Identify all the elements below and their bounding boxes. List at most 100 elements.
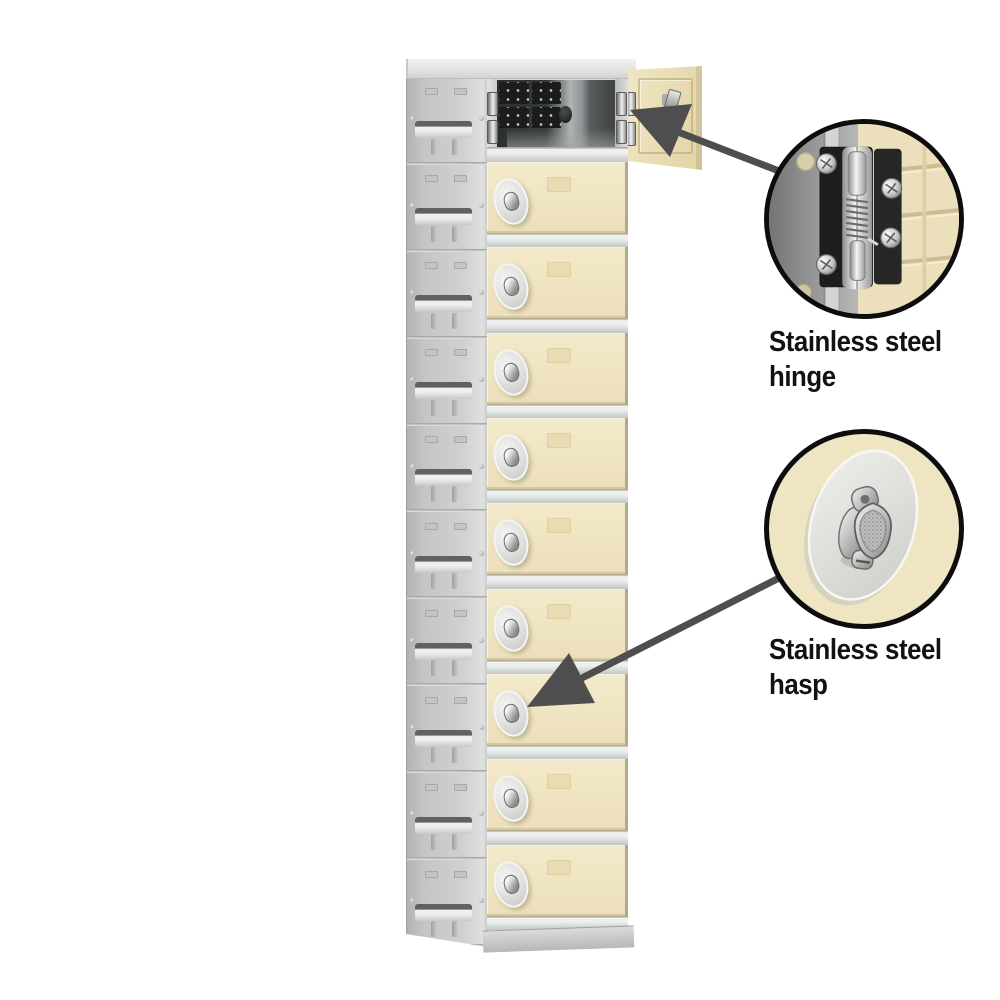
- hasp-knob: [838, 485, 892, 570]
- tier-divider: [487, 744, 628, 760]
- screw-icon: [410, 811, 415, 816]
- door-hasp-icon: [488, 259, 534, 314]
- tier-divider: [487, 574, 628, 589]
- door-hasp-icon: [488, 345, 534, 400]
- locker-base: [482, 925, 635, 953]
- door-hasp-icon: [488, 515, 534, 570]
- module-seam: [407, 249, 488, 252]
- door-label-plate: [547, 859, 571, 875]
- groove-slot: [452, 226, 458, 242]
- door-label-plate: [547, 603, 571, 619]
- screw-icon: [479, 811, 484, 816]
- vent-mark: [454, 697, 467, 704]
- locker-door: [487, 162, 628, 233]
- interior-back-panels: [499, 82, 561, 128]
- locker-door: [487, 588, 628, 660]
- tier-divider: [487, 233, 628, 248]
- compartment-left-frame: [487, 78, 498, 150]
- door-edge-ridge: [922, 124, 927, 314]
- vent-mark: [454, 784, 467, 791]
- vent-mark: [454, 871, 467, 878]
- vent-mark: [425, 784, 438, 791]
- module-seam: [407, 596, 488, 599]
- hinge-spring-coil: [846, 198, 869, 239]
- hasp-knob-icon: [501, 531, 522, 554]
- hinge-closeup-graphic: [769, 124, 959, 314]
- locker-door: [487, 844, 628, 916]
- groove-slot: [431, 486, 437, 502]
- screw-icon: [410, 464, 415, 469]
- locker-front: [487, 78, 628, 930]
- door-label-plate: [547, 688, 571, 704]
- vent-mark: [425, 262, 438, 269]
- locker-door: [487, 503, 628, 575]
- side-recess-slot: [415, 208, 472, 225]
- door-label-plate: [547, 262, 571, 278]
- vent-mark: [454, 523, 467, 530]
- hinge-knuckle-icon: [616, 92, 627, 116]
- door-inner-panel: [638, 78, 693, 154]
- hinge-label-line2: hinge: [769, 361, 836, 393]
- vent-mark: [425, 871, 438, 878]
- screw-icon: [479, 464, 484, 469]
- door-hasp-icon: [488, 174, 534, 229]
- interior-knob: [559, 106, 572, 123]
- screw-icon: [410, 551, 415, 556]
- plastic-plug: [795, 151, 816, 172]
- locker-door: [487, 759, 628, 831]
- screw-icon: [479, 203, 484, 208]
- tier-divider: [487, 488, 628, 504]
- module-seam: [407, 770, 488, 773]
- locker-side-panel: [406, 78, 488, 947]
- hinge-callout-circle: [764, 119, 964, 319]
- vent-mark: [454, 349, 467, 356]
- hasp-knob-icon: [501, 616, 522, 640]
- hinge-right-plate: [873, 148, 902, 285]
- tier-divider: [487, 147, 628, 162]
- vent-mark: [425, 175, 438, 182]
- groove-slot: [452, 747, 458, 763]
- side-recess-slot: [415, 469, 472, 486]
- door-label-plate: [547, 347, 571, 363]
- module-seam: [407, 162, 488, 165]
- side-recess-slot: [415, 730, 472, 747]
- plastic-plug: [794, 283, 813, 301]
- side-panel-module: [407, 513, 488, 600]
- side-recess-slot: [415, 295, 472, 312]
- side-recess-slot: [415, 556, 472, 573]
- hasp-label-line2: hasp: [769, 669, 828, 701]
- door-label-plate: [547, 177, 571, 192]
- vent-mark: [425, 610, 438, 617]
- tier-divider: [487, 659, 628, 674]
- dotted-panel: [499, 82, 529, 104]
- groove-slot: [452, 834, 458, 850]
- groove-slot: [452, 573, 458, 589]
- vent-mark: [454, 436, 467, 443]
- dotted-panel: [499, 106, 529, 128]
- door-hasp-icon: [488, 857, 534, 912]
- hinge-callout-label: Stainless steel hinge: [769, 325, 942, 395]
- screw-icon: [410, 638, 415, 643]
- hinge-knuckle-icon: [487, 92, 498, 116]
- locker-door: [487, 332, 628, 404]
- groove-slot: [431, 400, 437, 416]
- hinge-pin: [849, 240, 866, 281]
- groove-slot: [431, 226, 437, 242]
- compartment-interior: [497, 80, 625, 152]
- hinge-screws: [815, 153, 903, 276]
- locker-door: [487, 673, 628, 745]
- door-hasp-icon: [488, 430, 534, 485]
- module-seam: [407, 857, 488, 860]
- door-label-plate: [547, 432, 571, 448]
- screw-icon: [479, 638, 484, 643]
- groove-slot: [431, 573, 437, 589]
- hasp-label-line1: Stainless steel: [769, 634, 942, 666]
- module-seam: [407, 944, 488, 947]
- side-panel-module: [407, 599, 488, 686]
- locker-door: [487, 247, 628, 319]
- vent-mark: [425, 523, 438, 530]
- screw-icon: [410, 290, 415, 295]
- compartment-right-frame: [615, 78, 628, 150]
- dotted-panel: [531, 82, 561, 104]
